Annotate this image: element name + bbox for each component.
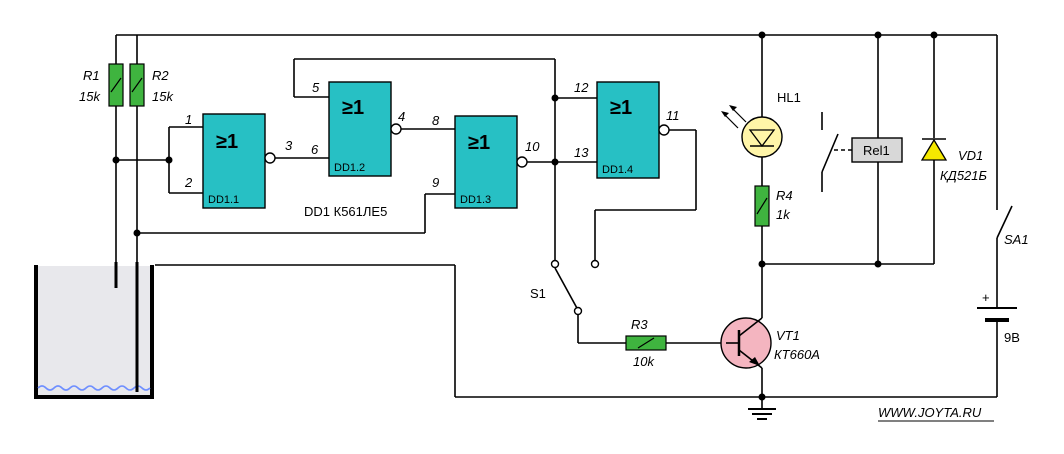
- r4-label: R4: [776, 188, 793, 203]
- s1-label: S1: [530, 286, 546, 301]
- sa1-label: SA1: [1004, 232, 1029, 247]
- relay-contact: [821, 133, 839, 173]
- pin-label: 9: [432, 175, 439, 190]
- battery: + 9В: [977, 290, 1020, 345]
- pin-label: 1: [185, 112, 192, 127]
- gate-name: DD1.2: [334, 162, 365, 174]
- gate-symbol: ≥1: [468, 132, 490, 154]
- gate-dd1-3: ≥1 DD1.3 8 9 10: [432, 113, 540, 209]
- resistor-r3: R3 10k: [625, 317, 667, 369]
- vd1-type: КД521Б: [940, 168, 988, 183]
- pin-label: 5: [312, 80, 320, 95]
- chip-label: DD1 К561ЛЕ5: [304, 204, 387, 219]
- switch-s1[interactable]: S1: [530, 259, 600, 316]
- r1-label: R1: [83, 68, 100, 83]
- led-arrow: [723, 113, 739, 129]
- resistor-r2: R2 15k: [129, 63, 174, 107]
- pin-label: 6: [311, 142, 319, 157]
- wiring: [115, 34, 998, 408]
- gate-dd1-1: ≥1 DD1.1 1 2 3: [184, 112, 293, 209]
- battery-plus: +: [982, 290, 990, 305]
- pin-label: 4: [398, 109, 405, 124]
- r2-label: R2: [152, 68, 169, 83]
- led-hl1: HL1: [721, 90, 801, 158]
- hl1-label: HL1: [777, 90, 801, 105]
- pin-label: 10: [525, 139, 540, 154]
- r3-label: R3: [631, 317, 648, 332]
- gate-name: DD1.4: [602, 164, 633, 176]
- vd1-label: VD1: [958, 148, 983, 163]
- resistor-r1: R1 15k: [79, 63, 124, 107]
- r1-value: 15k: [79, 89, 101, 104]
- pin-label: 12: [574, 80, 589, 95]
- pin-label: 3: [285, 138, 293, 153]
- gate-symbol: ≥1: [610, 97, 632, 119]
- battery-voltage: 9В: [1004, 330, 1020, 345]
- gate-name: DD1.3: [460, 194, 491, 206]
- pin-label: 2: [184, 175, 193, 190]
- pin-label: 8: [432, 113, 440, 128]
- pin-label: 11: [666, 108, 680, 123]
- gate-dd1-4: ≥1 DD1.4 12 13 11: [574, 80, 680, 179]
- r3-value: 10k: [633, 354, 655, 369]
- pin-label: 13: [574, 145, 589, 160]
- led-arrow: [731, 107, 747, 123]
- r4-value: 1k: [776, 207, 791, 222]
- junction-dots: [112, 31, 938, 401]
- ground-icon: [748, 408, 776, 420]
- gate-name: DD1.1: [208, 194, 239, 206]
- gate-symbol: ≥1: [342, 97, 364, 119]
- footer-url[interactable]: WWW.JOYTA.RU: [878, 405, 994, 422]
- gate-dd1-2: ≥1 DD1.2 5 6 4: [311, 80, 405, 177]
- r2-value: 15k: [152, 89, 174, 104]
- diode-vd1: VD1 КД521Б: [920, 138, 988, 183]
- gate-symbol: ≥1: [216, 131, 238, 153]
- rel1-label: Rel1: [863, 143, 890, 158]
- relay-rel1: Rel1: [821, 112, 903, 192]
- transistor-vt1: VT1 КТ660А: [720, 317, 820, 369]
- vt1-type: КТ660А: [774, 347, 820, 362]
- water-tank: [34, 262, 154, 399]
- vt1-label: VT1: [776, 328, 800, 343]
- footer-url-text: WWW.JOYTA.RU: [878, 405, 982, 420]
- switch-sa1[interactable]: SA1: [996, 205, 1029, 247]
- water-wave: [37, 385, 151, 391]
- resistor-r4: R4 1k: [754, 185, 793, 227]
